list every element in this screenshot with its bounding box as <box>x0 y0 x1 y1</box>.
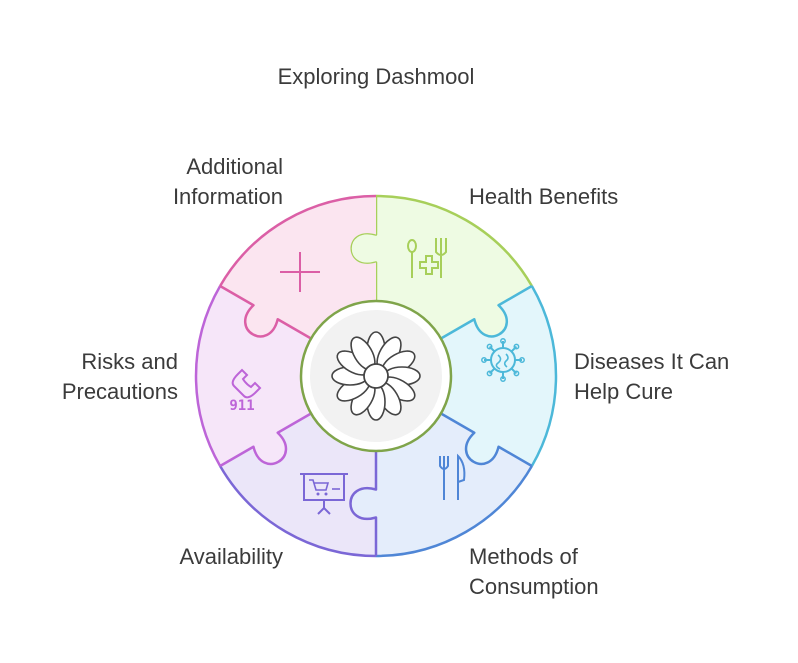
phone-911-icon: 911 <box>229 368 262 414</box>
segment-divider-methods <box>440 412 533 468</box>
label-methods: Methods of Consumption <box>469 544 599 599</box>
label-line: Health Benefits <box>469 184 618 209</box>
label-line: Methods of <box>469 544 579 569</box>
fork-knife-icon <box>439 453 466 500</box>
spoon-fork-medical-cross-icon <box>407 238 447 278</box>
segment-arc-diseases <box>530 285 558 467</box>
flower-center <box>363 363 389 389</box>
segment-divider-health-benefits <box>349 196 378 301</box>
segment-arc-additional <box>219 194 377 287</box>
segment-fill-availability <box>220 413 376 556</box>
segment-fill-diseases <box>440 286 556 466</box>
segment-arc-availability <box>219 465 377 558</box>
emergency-number-text: 911 <box>229 398 254 414</box>
label-line: Precautions <box>62 379 178 404</box>
segment-availability <box>219 413 378 558</box>
plus-icon <box>280 252 320 292</box>
label-line: Additional <box>186 154 283 179</box>
segment-divider-availability <box>349 451 378 556</box>
segment-arc-methods <box>375 465 533 558</box>
label-line: Diseases It Can <box>574 349 729 374</box>
segment-fill-additional <box>220 196 376 339</box>
label-health-benefits: Health Benefits <box>469 184 618 209</box>
shopping-cart-board-icon <box>300 473 348 515</box>
virus-icon <box>481 338 525 382</box>
segment-fill-risks <box>196 286 312 466</box>
label-line: Help Cure <box>574 379 673 404</box>
label-line: Information <box>173 184 283 209</box>
segment-arc-risks <box>194 285 222 467</box>
label-line: Risks and <box>81 349 178 374</box>
segment-arc-health-benefits <box>375 194 533 287</box>
segment-divider-diseases <box>440 284 533 340</box>
label-line: Availability <box>179 544 283 569</box>
segment-diseases <box>440 284 558 467</box>
label-line: Consumption <box>469 574 599 599</box>
segment-divider-risks <box>219 412 312 468</box>
segment-risks <box>194 285 312 468</box>
diagram-title: Exploring Dashmool <box>278 64 475 89</box>
flower-icon <box>331 331 421 421</box>
label-availability: Availability <box>179 544 283 569</box>
segment-additional <box>219 194 377 340</box>
segment-divider-additional <box>219 284 312 340</box>
center-hub <box>299 299 453 453</box>
